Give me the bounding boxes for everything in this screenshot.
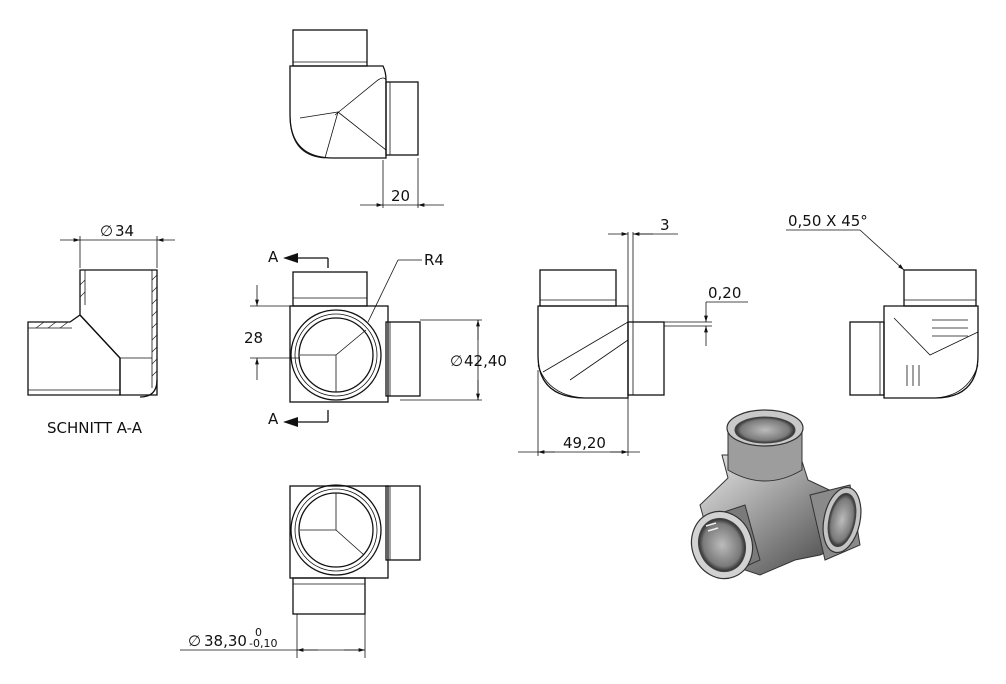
top-view: 20 <box>289 29 444 208</box>
dim-front-height: 28 <box>244 329 263 347</box>
dim-chamfer: 0,50 X 45° <box>788 212 868 230</box>
section-hatch <box>35 274 158 377</box>
dim-side-groove: 0,20 <box>708 284 741 302</box>
dim-side-step: 3 <box>660 216 670 234</box>
diameter-symbol: ∅ <box>450 352 463 370</box>
front-view: A A 28 R4 ∅ 42,40 <box>244 248 507 428</box>
diameter-symbol: ∅ <box>100 222 113 240</box>
dim-bottom-tol-upper: 0 <box>255 626 262 639</box>
bottom-view: ∅ 38,30 0 -0,10 <box>180 484 421 658</box>
section-view: ∅ 34 SCHNITT A-A <box>27 222 175 437</box>
isometric-render <box>690 409 862 580</box>
section-title: SCHNITT A-A <box>47 419 143 437</box>
section-marker-top: A <box>268 248 279 266</box>
dim-side-length: 49,20 <box>563 434 606 452</box>
section-marker-bottom: A <box>268 410 279 428</box>
dim-bottom-tol-lower: -0,10 <box>249 637 277 650</box>
dim-bottom-diameter: 38,30 <box>204 632 247 650</box>
dim-section-diameter: 34 <box>115 222 134 240</box>
dim-top-width: 20 <box>391 187 410 205</box>
diameter-symbol: ∅ <box>188 632 201 650</box>
dim-front-diameter: 42,40 <box>464 352 507 370</box>
side-view: 3 0,20 49,20 <box>518 216 748 456</box>
dim-fillet-radius: R4 <box>424 251 444 269</box>
right-view: 0,50 X 45° <box>786 212 979 399</box>
